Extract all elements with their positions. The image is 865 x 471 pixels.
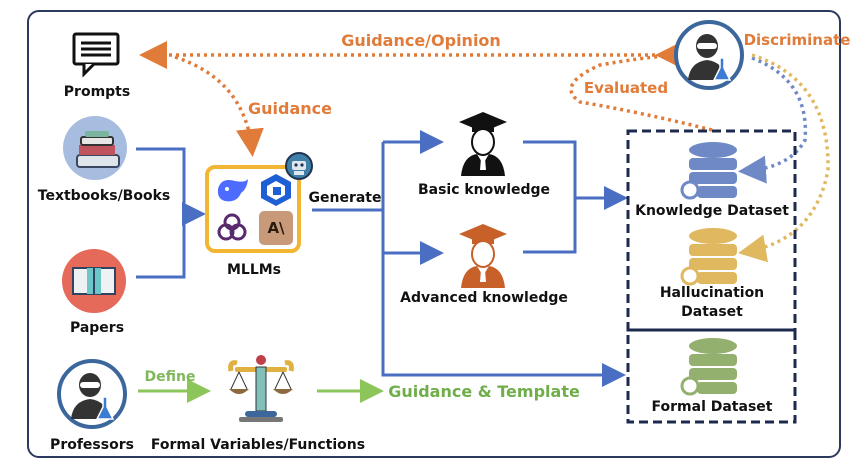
basic-knowledge-label: Basic knowledge — [417, 182, 551, 198]
robot-icon — [285, 152, 313, 180]
graduate-orange-icon — [459, 224, 507, 288]
diagram-frame — [27, 10, 841, 458]
formal-dataset-label: Formal Dataset — [651, 399, 773, 415]
define-label: Define — [144, 369, 196, 385]
anthropic-ai-icon: A\ — [259, 211, 293, 245]
generate-flow — [312, 130, 626, 387]
professor-scientist-icon — [57, 359, 127, 429]
speech-bubble-icon — [72, 32, 120, 78]
open-book-icon — [62, 249, 126, 313]
input-to-mllm-flow — [136, 147, 206, 279]
knowledge-dataset-label: Knowledge Dataset — [635, 203, 789, 219]
papers-label: Papers — [69, 320, 125, 336]
generate-label: Generate — [308, 190, 382, 206]
deepseek-whale-icon — [217, 179, 248, 202]
advanced-knowledge-label: Advanced knowledge — [400, 290, 568, 306]
mllms-label: MLLMs — [226, 262, 282, 278]
guidance-opinion-label: Guidance/Opinion — [341, 31, 501, 50]
database-blue-icon — [680, 142, 737, 200]
hallucination-dataset-label-1: Hallucination — [659, 285, 765, 301]
scales-icon — [228, 355, 294, 422]
guidance-opinion-arrow — [139, 41, 683, 157]
knowledge-to-dataset-flow — [523, 140, 628, 254]
guidance-template-label: Guidance & Template — [388, 382, 580, 401]
openai-knot-icon — [217, 213, 247, 241]
hexagon-model-icon — [261, 174, 291, 206]
evaluated-label: Evaluated — [583, 79, 669, 97]
hallucination-dataset-label-2: Dataset — [681, 304, 743, 320]
mllm-box: A\ — [205, 165, 301, 253]
books-icon — [63, 116, 127, 180]
prompts-label: Prompts — [63, 84, 131, 100]
textbooks-label: Textbooks/Books — [37, 188, 171, 204]
formal-dataset-box — [626, 328, 797, 424]
guidance-label: Guidance — [248, 99, 332, 118]
database-yellow-icon — [680, 228, 737, 286]
database-green-icon — [680, 338, 737, 396]
discriminate-label: Discriminate — [743, 31, 851, 49]
discriminate-arrows — [738, 53, 830, 263]
generated-datasets-box — [626, 129, 797, 332]
graduate-black-icon — [459, 112, 507, 176]
scientist-icon — [674, 20, 744, 90]
professors-label: Professors — [50, 437, 134, 453]
formal-variables-label: Formal Variables/Functions — [150, 437, 366, 453]
